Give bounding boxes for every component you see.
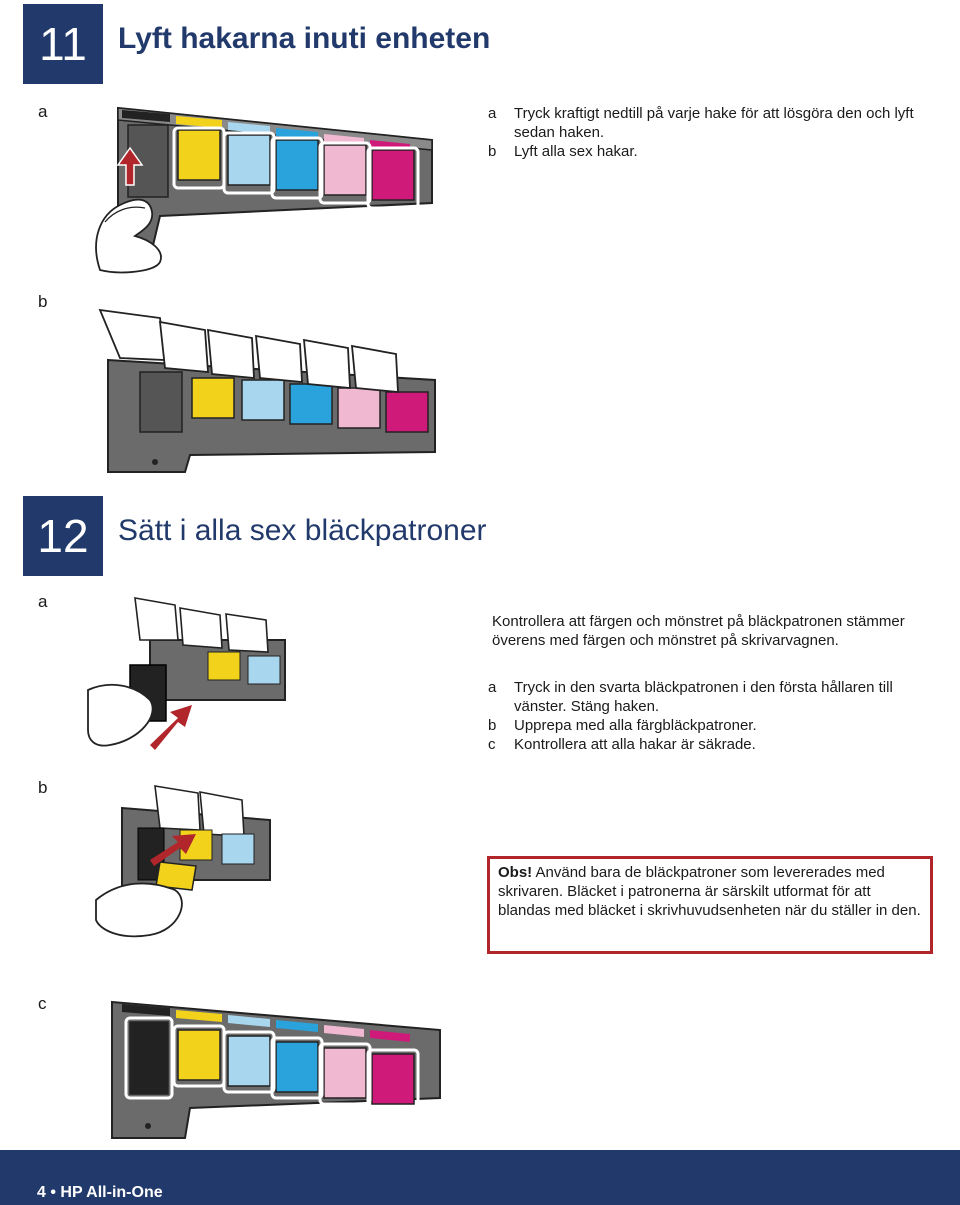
instruction-key: a <box>488 105 497 122</box>
step-12-fig-a-label: a <box>38 592 48 611</box>
instruction-text: Lyft alla sex hakar. <box>514 143 638 160</box>
step-12-title: Sätt i alla sex bläckpatroner <box>118 514 487 547</box>
instruction-row: b Upprepa med alla färgbläckpatroner. <box>488 716 928 735</box>
instruction-key: a <box>488 679 497 696</box>
step-number-11-text: 11 <box>39 18 87 70</box>
instruction-key: b <box>488 717 497 734</box>
instruction-key: b <box>488 143 497 160</box>
instruction-row: a Tryck in den svarta bläckpatronen i de… <box>488 678 928 716</box>
step-11-fig-b-label: b <box>38 292 48 311</box>
step-number-11: 11 <box>23 4 103 84</box>
step-11-fig-a-label: a <box>38 102 48 121</box>
footer-bar <box>0 1150 960 1205</box>
color-strip-black <box>122 110 170 122</box>
step-12-fig-b-label: b <box>38 778 48 797</box>
step-12-fig-c-label: c <box>38 994 47 1013</box>
instruction-row: a Tryck kraftigt nedtill på varje hake f… <box>488 104 933 142</box>
instruction-row: b Lyft alla sex hakar. <box>488 142 933 161</box>
instruction-row: c Kontrollera att alla hakar är säkrade. <box>488 735 928 754</box>
instruction-text: Kontrollera att alla hakar är säkrade. <box>514 736 756 753</box>
instruction-text: Tryck kraftigt nedtill på varje hake för… <box>514 105 914 141</box>
instruction-text: Tryck in den svarta bläckpatronen i den … <box>514 679 893 715</box>
footer-text: 4 • HP All-in-One <box>37 1184 163 1201</box>
note-label: Obs! <box>498 864 533 881</box>
step-number-12-text: 12 <box>37 510 89 562</box>
step-11-title: Lyft hakarna inuti enheten <box>118 22 491 55</box>
note-text: Använd bara de bläckpatroner som leverer… <box>498 864 921 919</box>
instruction-text: Upprepa med alla färgbläckpatroner. <box>514 717 757 734</box>
step-11-instructions: a Tryck kraftigt nedtill på varje hake f… <box>488 104 933 161</box>
instruction-key: c <box>488 736 496 753</box>
step-12-intro: Kontrollera att färgen och mönstret på b… <box>492 613 905 649</box>
step-12-instructions: a Tryck in den svarta bläckpatronen i de… <box>488 678 928 754</box>
note-box: Obs! Använd bara de bläckpatroner som le… <box>487 856 933 954</box>
step-number-12: 12 <box>23 496 103 576</box>
